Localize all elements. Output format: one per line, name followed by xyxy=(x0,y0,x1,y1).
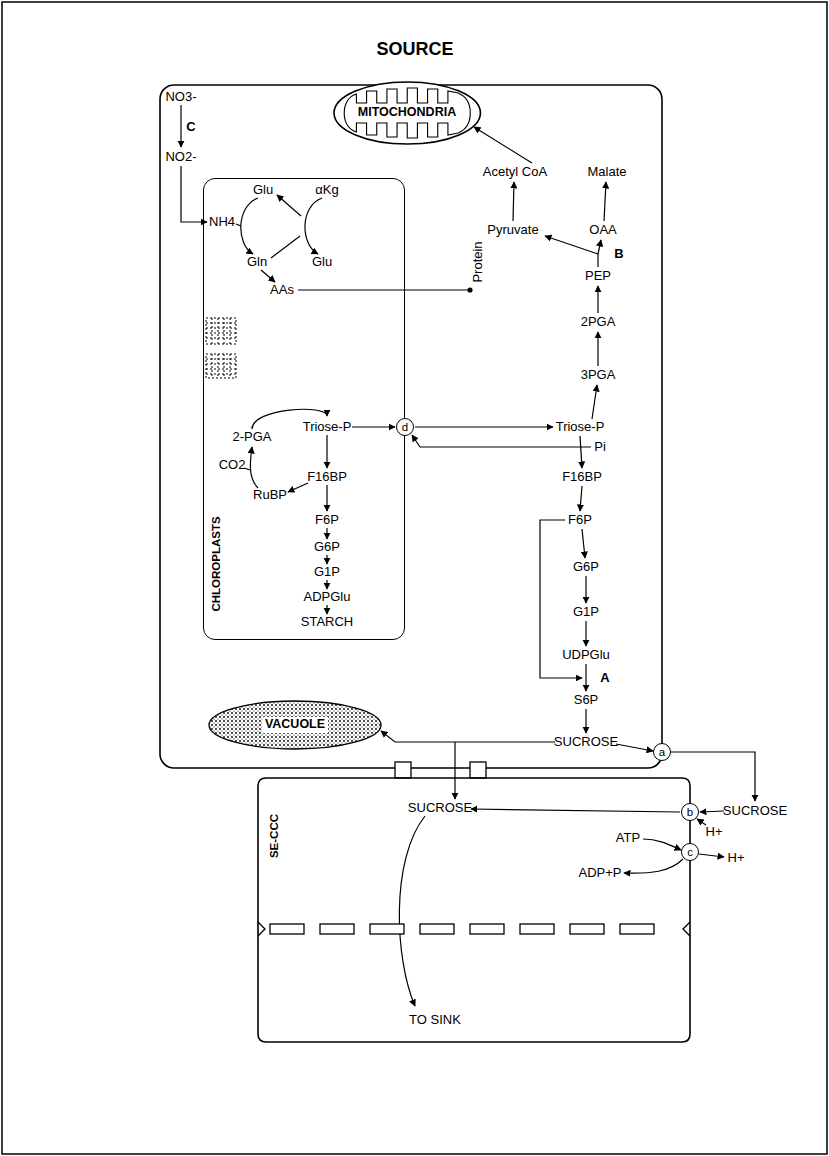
organelle-label: MITOCHONDRIA xyxy=(355,105,459,121)
organelle-box: CHLOROPLASTS xyxy=(203,178,405,640)
metabolite-label: NO3- xyxy=(165,90,196,104)
metabolite-label: Acetyl CoA xyxy=(483,165,547,179)
metabolite-label: ATP xyxy=(616,831,640,845)
metabolite-label: S6P xyxy=(574,693,599,707)
metabolite-label: F16BP xyxy=(307,470,347,484)
metabolite-label: 2-PGA xyxy=(232,430,271,444)
junction-dot xyxy=(467,287,472,292)
callout-letter: d xyxy=(402,421,408,434)
sieve-element-box-outline xyxy=(256,776,692,1044)
transporter-circle: a xyxy=(653,743,671,761)
metabolite-label: STARCH xyxy=(301,615,353,629)
metabolite-label: H+ xyxy=(706,825,723,839)
callout-letter: a xyxy=(659,746,665,759)
metabolite-label: F6P xyxy=(568,513,592,527)
diagram-title: SOURCE xyxy=(376,40,453,60)
vacuole-ellipse: VACUOLE xyxy=(207,700,383,750)
metabolite-label: ADPGlu xyxy=(304,590,351,604)
metabolite-label: Triose-P xyxy=(303,420,352,434)
enzyme-letter: A xyxy=(600,671,609,685)
metabolite-label: F16BP xyxy=(562,470,602,484)
metabolite-label: Glu xyxy=(312,255,332,269)
metabolite-label: UDPGlu xyxy=(562,648,610,662)
metabolite-label: AAs xyxy=(270,283,294,297)
metabolite-label: G6P xyxy=(573,560,599,574)
metabolite-label: Gln xyxy=(247,255,267,269)
metabolite-label: Pi xyxy=(594,440,606,454)
transporter-circle: d xyxy=(396,418,414,436)
metabolite-label: G1P xyxy=(314,565,340,579)
metabolite-label: TO SINK xyxy=(409,1013,461,1027)
transporter-circle: c xyxy=(681,843,699,861)
metabolite-label: 2PGA xyxy=(581,315,616,329)
organelle-ellipse: MITOCHONDRIA xyxy=(332,80,482,146)
metabolite-label: Protein xyxy=(471,241,485,282)
pathway-arrows xyxy=(181,105,755,1006)
transporter-circle: b xyxy=(681,803,699,821)
source-cell xyxy=(160,85,662,768)
metabolite-label: PEP xyxy=(585,269,611,283)
sieve-element-box: SE-CCC xyxy=(256,776,692,1044)
metabolite-label: Triose-P xyxy=(556,420,605,434)
metabolite-label: Glu xyxy=(253,183,273,197)
organelle-label: VACUOLE xyxy=(262,717,328,733)
metabolite-label: OAA xyxy=(589,223,616,237)
metabolite-label: H+ xyxy=(728,851,745,865)
organelle-label: SE-CCC xyxy=(268,814,281,858)
metabolite-label: 3PGA xyxy=(581,368,616,382)
metabolite-label: G6P xyxy=(314,540,340,554)
metabolite-label: Pyruvate xyxy=(487,223,538,237)
metabolite-label: RuBP xyxy=(253,488,287,502)
metabolite-label: SUCROSE xyxy=(723,804,787,818)
metabolite-label: NO2- xyxy=(165,150,196,164)
metabolite-label: Malate xyxy=(587,165,626,179)
plasmodesma xyxy=(395,762,411,778)
metabolite-label: F6P xyxy=(315,513,339,527)
enzyme-letter: B xyxy=(614,247,623,261)
metabolite-label: NH4 xyxy=(209,215,235,229)
plasmodesma xyxy=(470,762,486,778)
organelle-label: CHLOROPLASTS xyxy=(210,516,223,611)
callout-letter: c xyxy=(687,846,693,859)
metabolite-label: CO2 xyxy=(219,458,246,472)
metabolite-label: SUCROSE xyxy=(554,735,618,749)
metabolite-label: ADP+P xyxy=(579,866,622,880)
callout-letter: b xyxy=(687,806,693,819)
metabolite-label: αKg xyxy=(315,183,338,197)
enzyme-letter: C xyxy=(186,120,195,134)
thylakoid-stack xyxy=(206,318,236,378)
metabolite-label: SUCROSE xyxy=(408,801,472,815)
metabolite-label: G1P xyxy=(573,605,599,619)
